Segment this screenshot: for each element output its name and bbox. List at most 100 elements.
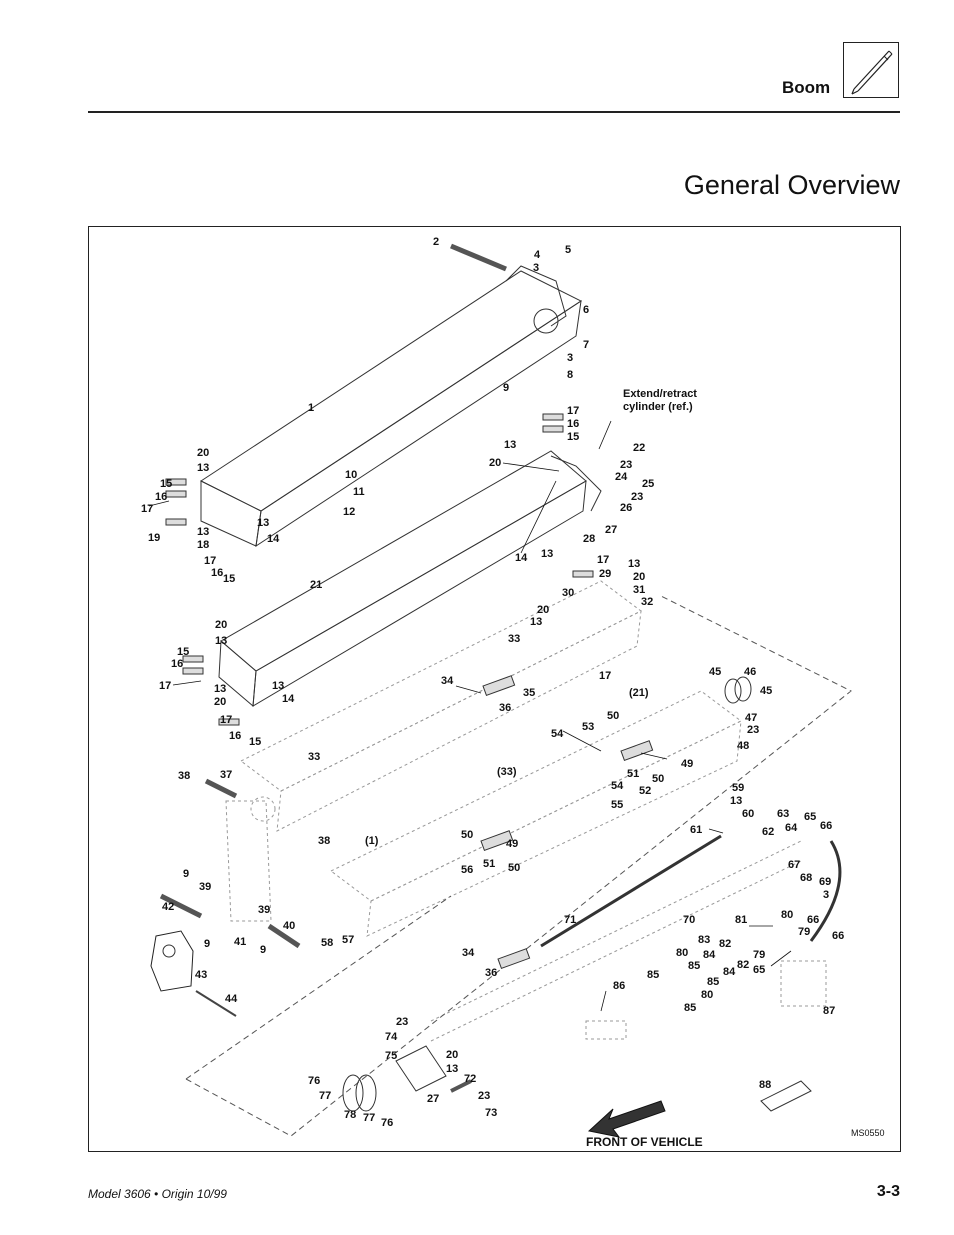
callout-70: 70 bbox=[683, 914, 695, 926]
callout-18: 18 bbox=[197, 539, 209, 551]
callout-23: 23 bbox=[478, 1090, 490, 1102]
callout-9: 9 bbox=[183, 868, 189, 880]
callout-42: 42 bbox=[162, 901, 174, 913]
callout-20: 20 bbox=[537, 604, 549, 616]
callout-48: 48 bbox=[737, 740, 749, 752]
callout-25: 25 bbox=[642, 478, 654, 490]
callout-83: 83 bbox=[698, 934, 710, 946]
callout-13: 13 bbox=[530, 616, 542, 628]
callout-30: 30 bbox=[562, 587, 574, 599]
callout-77: 77 bbox=[363, 1112, 375, 1124]
callout-32: 32 bbox=[641, 596, 653, 608]
callout-31: 31 bbox=[633, 584, 645, 596]
callout-16: 16 bbox=[567, 418, 579, 430]
header-rule bbox=[88, 111, 900, 113]
callout-80: 80 bbox=[701, 989, 713, 1001]
callout-50: 50 bbox=[652, 773, 664, 785]
callout-13: 13 bbox=[272, 680, 284, 692]
callout-13: 13 bbox=[628, 558, 640, 570]
callout-9: 9 bbox=[503, 382, 509, 394]
callout-20: 20 bbox=[489, 457, 501, 469]
callout-47: 47 bbox=[745, 712, 757, 724]
callout-85: 85 bbox=[707, 976, 719, 988]
callout-17: 17 bbox=[567, 405, 579, 417]
callout-20: 20 bbox=[197, 447, 209, 459]
callout-60: 60 bbox=[742, 808, 754, 820]
callout-15: 15 bbox=[249, 736, 261, 748]
callout-28: 28 bbox=[583, 533, 595, 545]
callout-84: 84 bbox=[723, 966, 736, 978]
callout-82: 82 bbox=[719, 938, 731, 950]
callout-15: 15 bbox=[177, 646, 189, 658]
callout-50: 50 bbox=[508, 862, 520, 874]
callout-15: 15 bbox=[223, 573, 235, 585]
callout-23: 23 bbox=[747, 724, 759, 736]
callout-36: 36 bbox=[485, 967, 497, 979]
callout-29: 29 bbox=[599, 568, 611, 580]
callout-13: 13 bbox=[214, 683, 226, 695]
callout-61: 61 bbox=[690, 824, 702, 836]
callout-65: 65 bbox=[804, 811, 816, 823]
callout-67: 67 bbox=[788, 859, 800, 871]
callout-13: 13 bbox=[197, 526, 209, 538]
page-title: General Overview bbox=[683, 170, 900, 200]
callout-45: 45 bbox=[760, 685, 772, 697]
callout-16: 16 bbox=[211, 567, 223, 579]
callout-77: 77 bbox=[319, 1090, 331, 1102]
callout-85: 85 bbox=[684, 1002, 696, 1014]
callout-57: 57 bbox=[342, 934, 354, 946]
callout-26: 26 bbox=[620, 502, 632, 514]
callout-79: 79 bbox=[798, 926, 810, 938]
callout-65: 65 bbox=[753, 964, 765, 976]
figure-id: MS0550 bbox=[851, 1128, 885, 1138]
callout-13: 13 bbox=[504, 439, 516, 451]
callout-3: 3 bbox=[823, 889, 829, 901]
callout-88: 88 bbox=[759, 1079, 771, 1091]
callout-19: 19 bbox=[148, 532, 160, 544]
callout-34: 34 bbox=[462, 947, 475, 959]
callout-9: 9 bbox=[260, 944, 266, 956]
callout-20: 20 bbox=[633, 571, 645, 583]
callout-35: 35 bbox=[523, 687, 535, 699]
callout-82: 82 bbox=[737, 959, 749, 971]
exploded-diagram: 2 4 5 3 6 7 3 8 9 1 17 16 15 13 22 20 23… bbox=[88, 226, 901, 1152]
callout-13: 13 bbox=[215, 635, 227, 647]
callout-10: 10 bbox=[345, 469, 357, 481]
callout-17: 17 bbox=[220, 714, 232, 726]
callout-53: 53 bbox=[582, 721, 594, 733]
callout-33-ref: (33) bbox=[497, 766, 517, 778]
callout-22: 22 bbox=[633, 442, 645, 454]
cylinder-note-line1: Extend/retract bbox=[623, 388, 697, 400]
callout-6: 6 bbox=[583, 304, 589, 316]
callout-51: 51 bbox=[483, 858, 495, 870]
callout-76: 76 bbox=[381, 1117, 393, 1129]
callout-23: 23 bbox=[396, 1016, 408, 1028]
callout-16: 16 bbox=[229, 730, 241, 742]
callout-69: 69 bbox=[819, 876, 831, 888]
callout-72: 72 bbox=[464, 1073, 476, 1085]
callout-17: 17 bbox=[141, 503, 153, 515]
boom-drawing: 2 4 5 3 6 7 3 8 9 1 17 16 15 13 22 20 23… bbox=[141, 236, 885, 1149]
callout-66: 66 bbox=[820, 820, 832, 832]
callout-81: 81 bbox=[735, 914, 747, 926]
callout-43: 43 bbox=[195, 969, 207, 981]
callout-58: 58 bbox=[321, 937, 333, 949]
callout-24: 24 bbox=[615, 471, 628, 483]
callout-5: 5 bbox=[565, 244, 571, 256]
callout-16: 16 bbox=[171, 658, 183, 670]
callout-15: 15 bbox=[567, 431, 579, 443]
callout-13: 13 bbox=[257, 517, 269, 529]
callout-64: 64 bbox=[785, 822, 798, 834]
callout-62: 62 bbox=[762, 826, 774, 838]
callout-50: 50 bbox=[461, 829, 473, 841]
callout-21: 21 bbox=[310, 579, 322, 591]
callout-84: 84 bbox=[703, 949, 716, 961]
callout-41: 41 bbox=[234, 936, 246, 948]
callout-16: 16 bbox=[155, 491, 167, 503]
callout-79: 79 bbox=[753, 949, 765, 961]
callout-50: 50 bbox=[607, 710, 619, 722]
callout-27: 27 bbox=[427, 1093, 439, 1105]
callout-17: 17 bbox=[599, 670, 611, 682]
callout-66: 66 bbox=[832, 930, 844, 942]
callout-44: 44 bbox=[225, 993, 238, 1005]
